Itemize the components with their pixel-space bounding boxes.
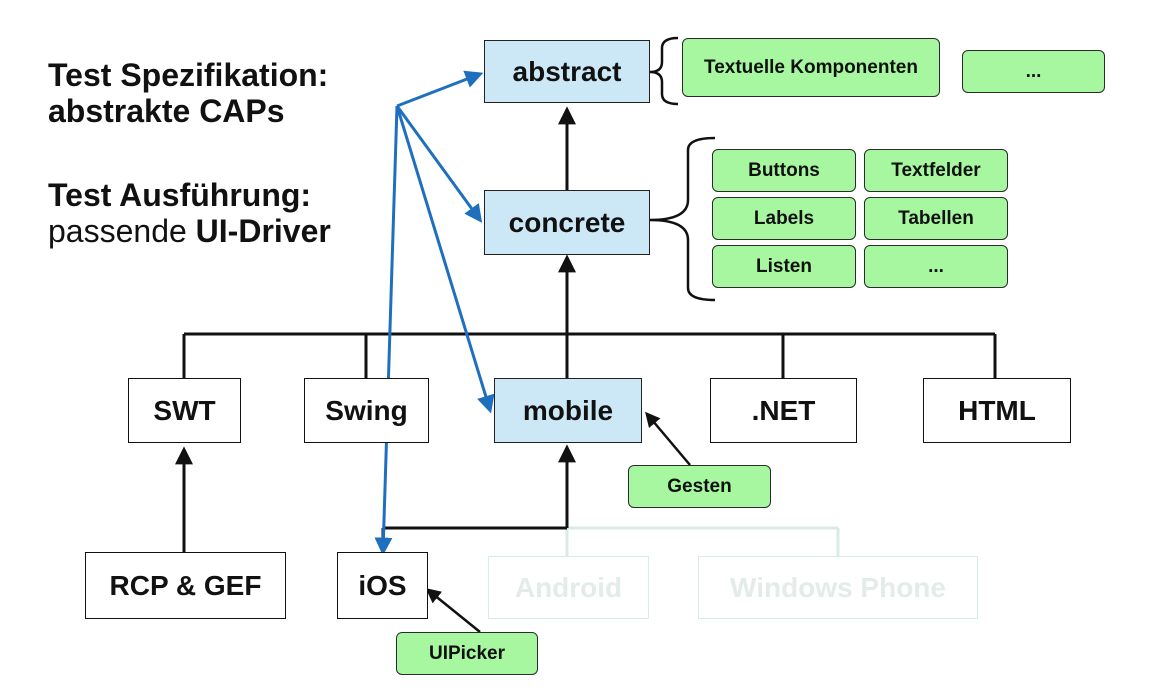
pill-buttons: Buttons <box>712 149 856 192</box>
windows-phone-box: Windows Phone <box>698 556 978 619</box>
pill-textuelle-komponenten: Textuelle Komponenten <box>682 38 940 97</box>
pill-labels: Labels <box>712 197 856 240</box>
abstract-box: abstract <box>484 40 650 103</box>
exec-heading-plain: passende <box>48 212 196 249</box>
exec-heading-bold: UI-Driver <box>195 212 331 249</box>
pill-textfelder: Textfelder <box>864 149 1008 192</box>
exec-heading-line1: Test Ausführung: <box>48 177 312 213</box>
html-box: HTML <box>923 378 1071 443</box>
pill-listen: Listen <box>712 245 856 288</box>
pill-concrete-more: ... <box>864 245 1008 288</box>
ui-driver-arrows <box>374 70 495 556</box>
spec-heading-line1: Test Spezifikation: <box>48 57 329 93</box>
exec-heading-line2: passende UI-Driver <box>48 212 331 250</box>
mobile-box: mobile <box>494 378 642 443</box>
spec-heading: Test Spezifikation: abstrakte CAPs <box>48 57 329 130</box>
exec-heading: Test Ausführung: passende UI-Driver <box>48 177 331 250</box>
dotnet-box: .NET <box>710 378 857 443</box>
spec-heading-line2: abstrakte CAPs <box>48 92 285 129</box>
concrete-box: concrete <box>484 190 650 255</box>
rcp-gef-box: RCP & GEF <box>85 552 286 619</box>
pill-abstract-more: ... <box>962 50 1105 93</box>
pill-gesten: Gesten <box>628 465 771 508</box>
curly-braces <box>649 36 716 302</box>
pill-uipicker: UIPicker <box>396 632 538 675</box>
android-box: Android <box>488 556 649 619</box>
swing-box: Swing <box>304 378 429 443</box>
swt-box: SWT <box>128 378 241 443</box>
pill-tabellen: Tabellen <box>864 197 1008 240</box>
ios-box: iOS <box>337 552 428 619</box>
faded-connectors <box>565 526 840 556</box>
